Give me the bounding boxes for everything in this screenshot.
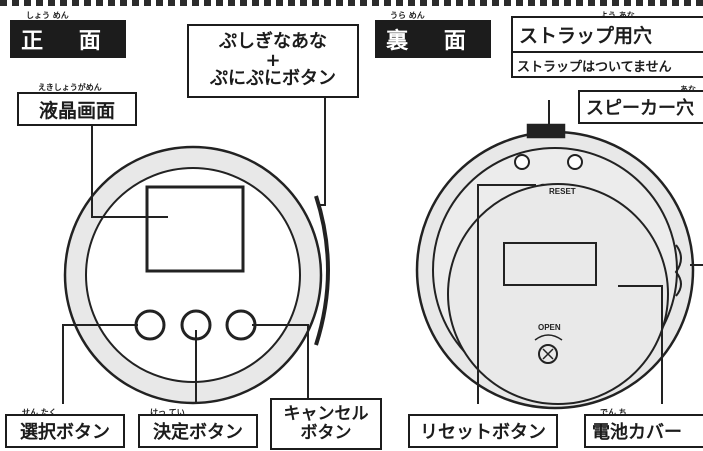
battery-leader xyxy=(618,285,663,404)
strap-label-box: ストラップ用穴 ストラップはついてません xyxy=(511,16,703,78)
strap-note: ストラップはついてません xyxy=(517,60,672,75)
select-button xyxy=(134,309,166,341)
mystery-label: ぷしぎなあな + ぷにぷにボタン xyxy=(187,24,359,98)
speaker-ruby: あな xyxy=(680,84,696,95)
front-side-rim xyxy=(314,195,330,346)
battery-label: 電池カバー xyxy=(584,414,703,448)
battery-cover xyxy=(447,183,669,405)
battery-ruby: でん ち xyxy=(600,408,627,417)
select-label: 選択ボタン xyxy=(5,414,125,448)
reset-leader xyxy=(477,184,536,404)
speaker-label: スピーカー穴 xyxy=(578,90,703,124)
decide-label: 決定ボタン xyxy=(138,414,258,448)
cancel-label: キャンセル ボタン xyxy=(270,398,382,450)
cancel-line2: ボタン xyxy=(300,423,352,443)
device-open-text: OPEN xyxy=(538,323,561,332)
lcd-ruby: えきしょうがめん xyxy=(38,83,102,92)
mystery-line1: ぷしぎなあな xyxy=(219,30,327,52)
decide-ruby: けっ てい xyxy=(150,408,185,417)
speaker-holes xyxy=(674,244,682,297)
front-device xyxy=(63,145,330,405)
front-title: 正 面 xyxy=(10,20,126,58)
open-arrow xyxy=(534,334,563,341)
back-title: 裏 面 xyxy=(375,20,491,58)
mystery-leader xyxy=(318,98,326,206)
strap-ruby: よう あな xyxy=(600,10,635,21)
mystery-plus: + xyxy=(265,49,281,71)
select-leader xyxy=(62,324,138,404)
reset-label: リセットボタン xyxy=(408,414,558,448)
device-reset-text: RESET xyxy=(549,187,576,196)
top-dashed-border xyxy=(0,0,703,6)
leader-lines xyxy=(62,98,703,404)
mystery-line2: ぷにぷにボタン xyxy=(210,68,336,90)
back-device xyxy=(415,123,695,410)
select-ruby: せん たく xyxy=(22,408,57,417)
battery-label-area xyxy=(503,242,597,286)
strap-label: ストラップ用穴 xyxy=(519,25,653,47)
lcd-screen xyxy=(145,185,245,273)
strap-hole xyxy=(526,123,566,139)
lcd-leader xyxy=(91,113,168,218)
back-screw-left xyxy=(514,154,530,170)
cancel-leader xyxy=(252,324,309,400)
back-screw-right xyxy=(567,154,583,170)
cancel-button xyxy=(225,309,257,341)
front-title-ruby: しょう めん xyxy=(26,11,69,20)
back-title-ruby: うら めん xyxy=(390,11,425,20)
cancel-line1: キャンセル xyxy=(283,404,369,425)
lcd-label: 液晶画面 xyxy=(17,92,137,126)
